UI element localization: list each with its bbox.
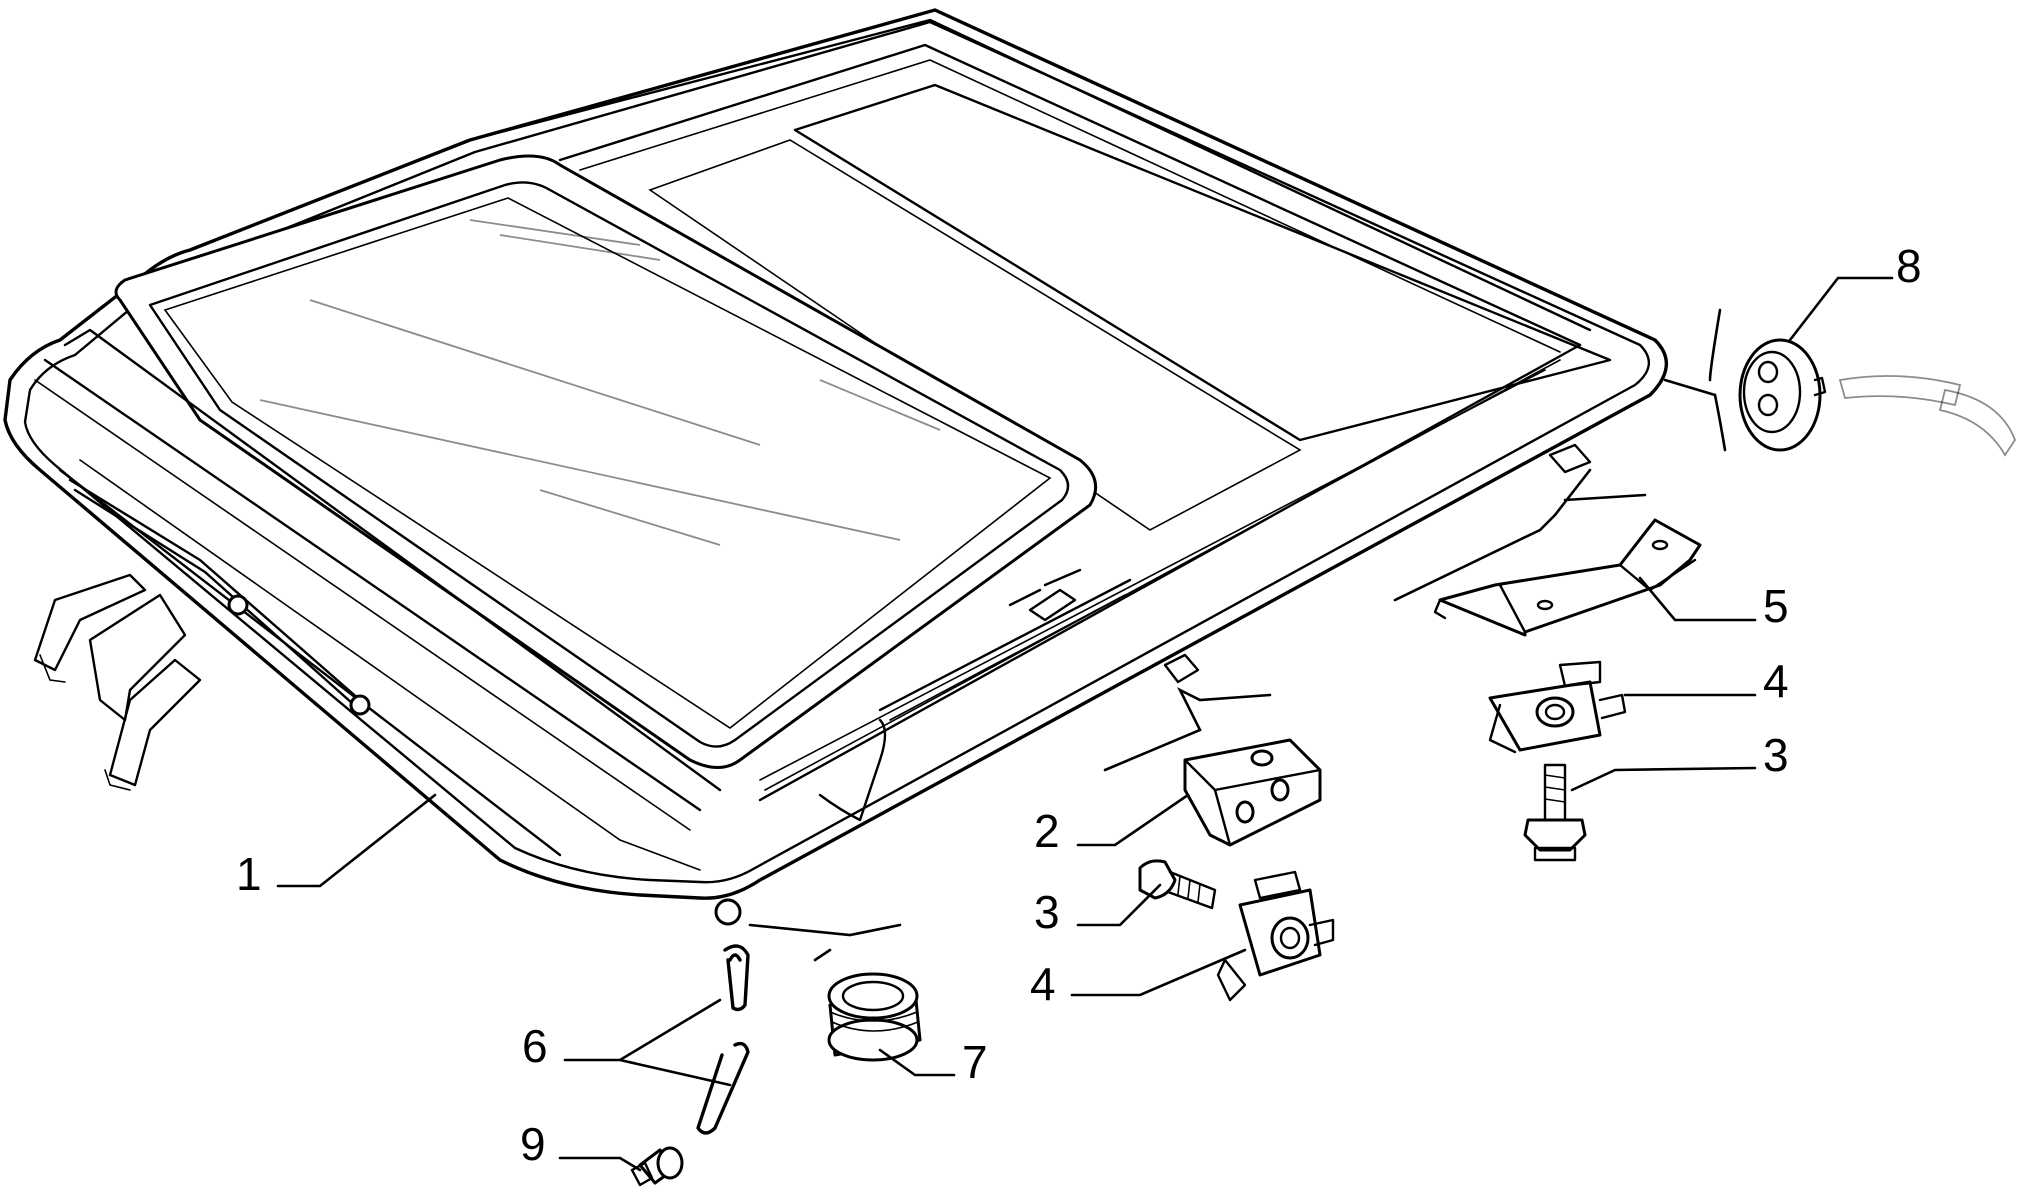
sunroof-frame-assembly <box>3 8 1669 926</box>
break-lines <box>748 308 1727 962</box>
leader-lines <box>276 276 1894 1172</box>
leader-5 <box>1638 576 1757 622</box>
callout-4-left: 4 <box>1030 958 1056 1010</box>
leader-6 <box>563 998 732 1087</box>
callout-2: 2 <box>1034 805 1060 857</box>
callout-3-left: 3 <box>1034 886 1060 938</box>
callout-7: 7 <box>962 1036 988 1088</box>
callout-3-right: 3 <box>1763 729 1789 781</box>
callout-6: 6 <box>522 1020 548 1072</box>
leader-8 <box>1788 276 1894 342</box>
strip-bracket-part-5 <box>1433 518 1702 637</box>
grommet-part-7 <box>827 972 922 1062</box>
cage-nut-part-4-left <box>1216 870 1335 1002</box>
bolt-part-3-left <box>1138 859 1217 910</box>
clip-part-9 <box>630 1146 684 1187</box>
callout-9: 9 <box>520 1118 546 1170</box>
cage-nut-part-4-right <box>1488 660 1627 754</box>
leader-1 <box>276 793 437 888</box>
leader-4-left <box>1070 948 1247 997</box>
callout-1: 1 <box>236 848 262 900</box>
callout-4-right: 4 <box>1763 655 1789 707</box>
leader-3-right <box>1570 766 1757 792</box>
sliding-glass-panel <box>114 154 1098 769</box>
mounting-tab-left <box>33 573 202 791</box>
bracket-part-2 <box>1183 738 1322 847</box>
leader-7 <box>878 1048 956 1077</box>
drain-hose-part-6 <box>696 944 750 1135</box>
callouts: 1 2 3 4 3 4 5 6 7 8 9 <box>236 240 1922 1170</box>
leader-3-left <box>1076 883 1162 927</box>
leader-9 <box>558 1156 642 1172</box>
plug-part-8 <box>1738 338 2017 457</box>
bolt-part-3-right <box>1523 763 1587 862</box>
callout-5: 5 <box>1763 580 1789 632</box>
callout-8: 8 <box>1896 240 1922 292</box>
leader-2 <box>1076 793 1190 847</box>
